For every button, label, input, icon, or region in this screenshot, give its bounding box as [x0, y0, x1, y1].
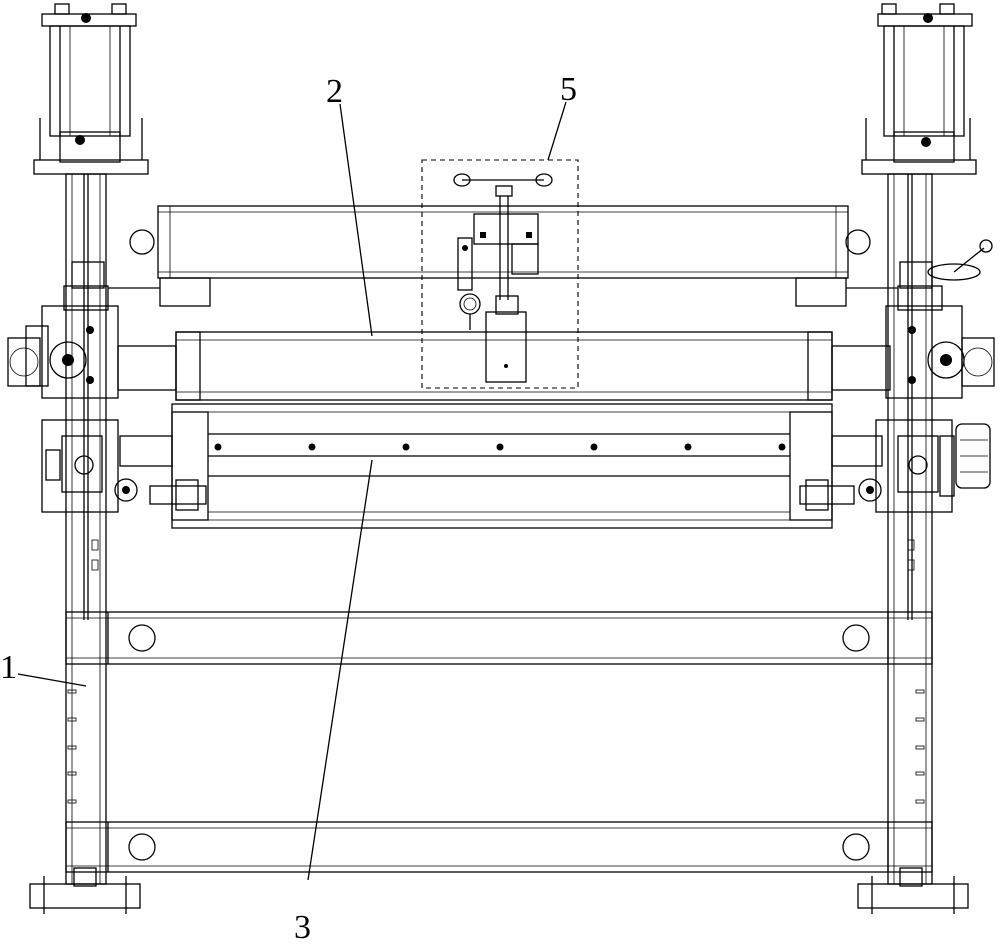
top-beam	[108, 205, 898, 307]
label-3: 3	[294, 909, 311, 943]
right-frame	[857, 3, 995, 914]
leader-lines	[17, 101, 567, 881]
label-1: 1	[0, 649, 17, 686]
label-5: 5	[560, 71, 577, 108]
lower-beams	[65, 611, 933, 873]
left-frame	[7, 3, 149, 914]
adjust-mechanism	[421, 159, 579, 389]
label-2: 2	[326, 73, 343, 110]
upper-roller	[117, 331, 891, 401]
lower-roller	[119, 403, 883, 529]
